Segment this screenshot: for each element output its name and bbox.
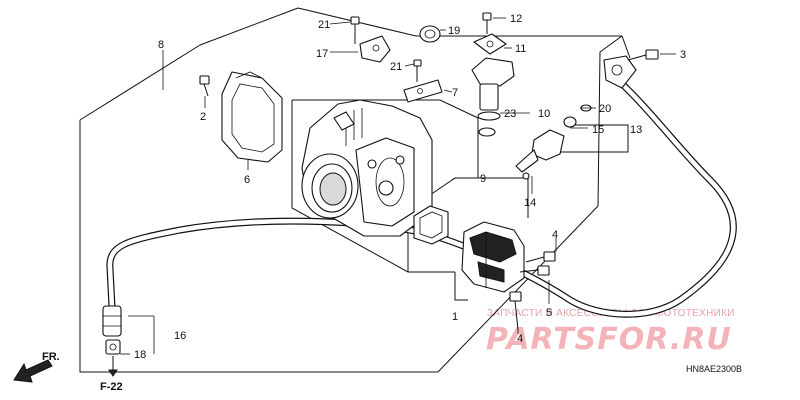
bolt-5: [519, 265, 550, 276]
label-6: 6: [244, 174, 250, 186]
injector-10: [471, 57, 515, 137]
fuel-hose: [106, 79, 737, 318]
label-19: 19: [448, 25, 460, 37]
label-2: 2: [200, 111, 206, 123]
screw-12: [482, 12, 492, 34]
page-reference-label: F-22: [100, 381, 123, 393]
label-21-mid: 21: [390, 61, 402, 73]
assembly-outline: [79, 7, 631, 373]
label-8: 8: [158, 39, 164, 51]
bolt-4-lower: [509, 291, 522, 331]
cap-19: [419, 25, 441, 43]
label-23: 23: [504, 108, 516, 120]
label-21-top: 21: [318, 19, 330, 31]
bracket-11: [473, 33, 507, 55]
insulator-6: [221, 71, 283, 163]
label-4-lower: 4: [517, 333, 523, 345]
diagram-code: HN8AE2300B: [686, 364, 742, 374]
injector-15: [515, 104, 592, 180]
label-5: 5: [546, 307, 552, 319]
label-17: 17: [316, 48, 328, 60]
front-direction-label: FR.: [42, 351, 60, 363]
hose-end-fitting: [603, 55, 637, 89]
label-3: 3: [680, 49, 686, 61]
label-16: 16: [174, 330, 186, 342]
label-7: 7: [452, 87, 458, 99]
sensor-unit-1: [461, 221, 525, 293]
watermark-logo: PARTSFOR.RU: [486, 322, 732, 357]
label-11: 11: [515, 43, 526, 55]
bolt-4-upper: [525, 251, 556, 263]
hose-joint: [102, 305, 122, 355]
label-15: 15: [592, 124, 604, 136]
label-14: 14: [524, 197, 536, 209]
front-direction-arrow: FR.: [13, 351, 60, 383]
screw-2: [199, 75, 210, 97]
part-labels: 1 2 3 4 4 5 6 7 8 9 10 11 12 13 14 15 16…: [134, 13, 686, 361]
label-10: 10: [538, 108, 550, 120]
leader-lines: [120, 17, 676, 355]
injector-box: [560, 124, 629, 153]
bracket-17: [359, 35, 391, 63]
label-1: 1: [452, 311, 458, 323]
plate-7: [403, 79, 443, 103]
gasket-9: [413, 205, 449, 245]
label-9: 9: [480, 173, 486, 185]
label-12: 12: [510, 13, 522, 25]
screw-21-top: [350, 16, 360, 44]
throttle-body: [301, 99, 433, 237]
label-13: 13: [630, 124, 642, 136]
screw-21-mid: [413, 59, 422, 82]
label-20: 20: [599, 103, 611, 115]
page-reference: F-22: [100, 356, 123, 393]
label-4-upper: 4: [552, 229, 558, 241]
label-18: 18: [134, 349, 146, 361]
bolt-3: [627, 49, 659, 61]
